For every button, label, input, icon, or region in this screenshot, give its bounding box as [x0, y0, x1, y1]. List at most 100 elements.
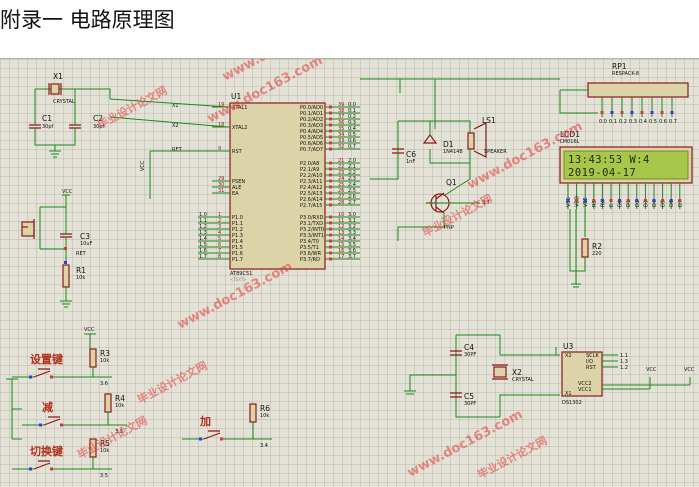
pin-marker [583, 199, 587, 202]
d1-value: 1N4148 [443, 149, 463, 155]
d1-ref: D1 [443, 140, 454, 149]
rp1-net-label: 0.3 [629, 119, 637, 125]
net-x1: X1 [172, 103, 179, 109]
lcd-line-1: 13:43:53 W:4 [568, 154, 650, 166]
x2-value: CRYSTAL [512, 377, 534, 383]
u1-pin-name: P2.0/A8 [300, 161, 319, 167]
u1-pin-name: P3.6/WR [300, 251, 322, 257]
pin-marker [661, 199, 665, 202]
port-net-label: 2.7 [348, 200, 356, 206]
resistor-ref: R6 [260, 404, 270, 413]
u1-pin-name: P0.6/AD6 [300, 141, 323, 147]
pin-marker [329, 117, 332, 121]
port-net-label: 3.5 [348, 242, 356, 248]
pin-marker [618, 199, 622, 202]
u3-pin-vcc1: VCC1 [578, 387, 592, 393]
u3-pin-rst: RST [586, 365, 597, 371]
net-x2: X2 [172, 123, 179, 129]
resistor-value: 10k [100, 358, 109, 364]
u1-pin-number: 32 [338, 144, 344, 150]
u1-pin-number: 13 [338, 230, 344, 236]
reset-net: RET [76, 251, 87, 257]
u1-pin-name: ALE [232, 185, 241, 191]
port-net-label: 0.5 [348, 132, 356, 138]
pin-marker [620, 111, 624, 114]
u1-pin-name: P3.3/INT1 [300, 233, 324, 239]
pin-marker [329, 251, 332, 255]
u1-pin-name: P0.5/AD5 [300, 135, 323, 141]
u3-ref: U3 [563, 342, 573, 351]
pin-marker [329, 257, 332, 261]
pin-marker [329, 123, 332, 127]
p1-net-label: 1.2 [199, 224, 207, 230]
port-net-label: 2.3 [348, 176, 356, 182]
u1-pin-number: 19 [218, 102, 224, 108]
pin-marker [575, 199, 579, 202]
u1-pin-name: P0.3/AD3 [300, 123, 323, 129]
buzzer-net: 3.7 [482, 200, 490, 206]
port-net-label: 3.3 [348, 230, 356, 236]
pin-marker [329, 197, 332, 201]
u1-pin-number: 1 [218, 212, 221, 218]
pin-marker [60, 423, 63, 427]
watermark-site-5: www.doc163.com [405, 407, 525, 480]
pin-marker [329, 141, 332, 145]
lcd-pin-label: RW [600, 199, 606, 207]
port-net-label: 3.1 [348, 218, 356, 224]
lcd-screen [563, 150, 689, 180]
port-net-label: 2.1 [348, 164, 356, 170]
u1-pin-number: 10 [338, 212, 344, 218]
pin-marker [329, 185, 332, 189]
pin-marker [630, 111, 634, 114]
u1-part: AT89C51 [230, 271, 252, 277]
u1-pin-number: 21 [338, 158, 344, 164]
pin-marker [329, 111, 332, 115]
port-net-label: 0.0 [348, 102, 356, 108]
pin-marker [329, 191, 332, 195]
port-net-label: 0.1 [348, 108, 356, 114]
pin-marker [29, 467, 32, 471]
u1-pin-number: 17 [338, 254, 344, 260]
watermarks: www.doc163.com 毕业设计论文网 www.doc163.com ww… [75, 59, 585, 482]
u1-pin-name: P3.1/TXD [300, 221, 323, 227]
u1-pin-name: P1.6 [232, 251, 243, 257]
u1-pin-number: 18 [218, 122, 224, 128]
pin-marker [29, 375, 32, 379]
c5-value: 30PF [464, 401, 476, 407]
pin-marker [678, 199, 682, 202]
c6-value: 1nF [406, 159, 415, 165]
u3-pin-x1: X1 [565, 391, 572, 397]
rtc-vcc-1: VCC [646, 367, 657, 373]
pin-marker [600, 199, 604, 202]
port-net-label: 0.3 [348, 120, 356, 126]
u1-pin-name: P2.7/A15 [300, 203, 322, 209]
rp1-ref: RP1 [612, 62, 627, 71]
net-ret: RET [172, 147, 183, 153]
u1-pin-name: P2.1/A9 [300, 167, 319, 173]
u1-pin-number: 23 [338, 170, 344, 176]
u1-pin-number: 5 [218, 236, 221, 242]
u1-pin-number: 31 [218, 188, 224, 194]
u1-pin-name: RST [232, 149, 243, 155]
resistor-value: 10k [100, 448, 109, 454]
pin-marker [669, 199, 673, 202]
u1-pin-number: 3 [218, 224, 221, 230]
u3-pin-x2: X2 [565, 353, 572, 359]
pin-marker [650, 111, 654, 114]
watermark-cn-4: 毕业设计论文网 [75, 413, 150, 462]
port-net-label: 3.0 [348, 212, 356, 218]
pin-marker [329, 105, 332, 109]
pin-marker [39, 423, 42, 427]
u1-pin-name: P1.4 [232, 239, 243, 245]
p1-net-label: 1.7 [199, 254, 207, 260]
u1-pin-name: P3.5/T1 [300, 245, 319, 251]
r2-value: 220 [592, 251, 602, 257]
pin-marker [50, 467, 53, 471]
key-label: 切换键 [30, 444, 64, 458]
lcd-pin-label: D0 [618, 200, 624, 207]
pullup-resistor [104, 393, 112, 413]
lcd-pin-label: E [609, 204, 615, 207]
pullup-resistor [249, 403, 257, 423]
